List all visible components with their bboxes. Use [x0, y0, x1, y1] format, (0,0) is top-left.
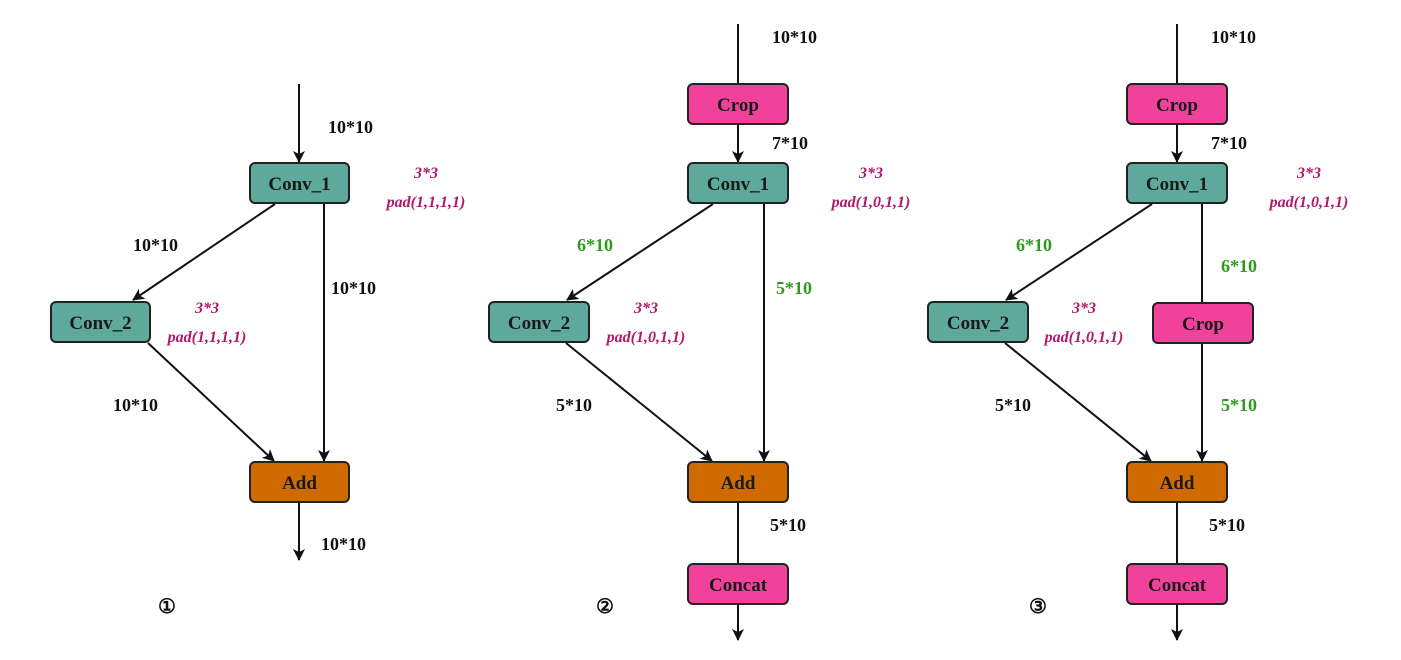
conv2-box: [927, 301, 1029, 343]
crop-box: [687, 83, 789, 125]
add-label: Add: [721, 473, 756, 494]
node-conv1: Conv_1: [249, 162, 350, 204]
conv1-pad: pad(1,0,1,1): [830, 194, 911, 211]
concat-label: Concat: [709, 575, 768, 596]
conv2-box: [50, 301, 151, 343]
crop-top-box: [1126, 83, 1228, 125]
conv1-label: Conv_1: [1146, 174, 1208, 195]
dim-input: 10*10: [772, 27, 817, 47]
diagram-2: Crop Conv_1 Conv_2 Add Concat 10*10 7*10…: [488, 24, 911, 641]
conv2-box: [488, 301, 590, 343]
conv1-kernel: 3*3: [858, 165, 883, 182]
edge-conv1-to-conv2: [566, 203, 714, 301]
crop-top-label: Crop: [1156, 95, 1198, 116]
node-concat: Concat: [687, 563, 789, 605]
dim-crop-to-conv1: 7*10: [772, 133, 808, 153]
concat-box: [687, 563, 789, 605]
diagram-3: Crop Conv_1 Conv_2 Crop Add Concat 10*10…: [927, 24, 1349, 641]
conv1-kernel: 3*3: [413, 165, 438, 182]
add-box: [687, 461, 789, 503]
edge-conv2-to-add: [565, 342, 713, 462]
crop-skip-label: Crop: [1182, 314, 1224, 335]
concat-label: Concat: [1148, 575, 1207, 596]
diagram-1: Conv_1 Conv_2 Add 10*10 3*3 pad(1,1,1,1)…: [50, 84, 466, 618]
dim-conv1-to-crop: 6*10: [1221, 256, 1257, 276]
node-add: Add: [687, 461, 789, 503]
dim-input: 10*10: [328, 117, 373, 137]
diagram-1-edges: [132, 84, 330, 561]
dim-conv2-to-add: 5*10: [995, 395, 1031, 415]
node-crop-top: Crop: [1126, 83, 1228, 125]
edge-conv2-to-add: [1004, 342, 1152, 462]
conv1-kernel: 3*3: [1296, 165, 1321, 182]
diagram-number-1: ①: [158, 596, 176, 618]
dim-crop-to-add: 5*10: [1221, 395, 1257, 415]
conv2-label: Conv_2: [69, 313, 131, 334]
edge-conv1-to-conv2: [132, 203, 276, 301]
conv1-label: Conv_1: [268, 174, 330, 195]
conv2-label: Conv_2: [947, 313, 1009, 334]
node-conv2: Conv_2: [488, 301, 590, 343]
conv2-kernel: 3*3: [194, 300, 219, 317]
dim-crop-to-conv1: 7*10: [1211, 133, 1247, 153]
dim-conv1-to-conv2: 10*10: [133, 235, 178, 255]
edge-conv2-to-add: [147, 342, 275, 462]
conv2-kernel: 3*3: [1071, 300, 1096, 317]
conv2-pad: pad(1,0,1,1): [1043, 329, 1124, 346]
dim-skip: 5*10: [776, 278, 812, 298]
conv1-box: [249, 162, 350, 204]
node-add: Add: [1126, 461, 1228, 503]
node-concat: Concat: [1126, 563, 1228, 605]
conv2-pad: pad(1,1,1,1): [166, 329, 247, 346]
diagram-2-edges: [565, 24, 770, 641]
dim-conv1-to-conv2: 6*10: [1016, 235, 1052, 255]
edge-conv1-to-conv2: [1005, 203, 1153, 301]
node-conv1: Conv_1: [1126, 162, 1228, 204]
dim-conv2-to-add: 5*10: [556, 395, 592, 415]
conv1-pad: pad(1,0,1,1): [1268, 194, 1349, 211]
node-conv1: Conv_1: [687, 162, 789, 204]
conv2-kernel: 3*3: [633, 300, 658, 317]
diagram-number-2: ②: [596, 596, 614, 618]
conv2-label: Conv_2: [508, 313, 570, 334]
conv1-box: [687, 162, 789, 204]
conv1-label: Conv_1: [707, 174, 769, 195]
node-conv2: Conv_2: [50, 301, 151, 343]
crop-skip-box: [1152, 302, 1254, 344]
add-box: [249, 461, 350, 503]
node-crop-skip: Crop: [1152, 302, 1254, 344]
node-add: Add: [249, 461, 350, 503]
dim-add-to-concat: 5*10: [770, 515, 806, 535]
add-label: Add: [282, 473, 317, 494]
conv1-box: [1126, 162, 1228, 204]
dim-input: 10*10: [1211, 27, 1256, 47]
conv1-pad: pad(1,1,1,1): [385, 194, 466, 211]
diagram-number-3: ③: [1029, 596, 1047, 618]
add-box: [1126, 461, 1228, 503]
diagram-3-edges: [1004, 24, 1208, 641]
crop-label: Crop: [717, 95, 759, 116]
concat-box: [1126, 563, 1228, 605]
add-label: Add: [1160, 473, 1195, 494]
dim-output: 10*10: [321, 534, 366, 554]
dim-add-to-concat: 5*10: [1209, 515, 1245, 535]
node-crop: Crop: [687, 83, 789, 125]
dim-conv2-to-add: 10*10: [113, 395, 158, 415]
dim-conv1-to-conv2: 6*10: [577, 235, 613, 255]
conv2-pad: pad(1,0,1,1): [605, 329, 686, 346]
node-conv2: Conv_2: [927, 301, 1029, 343]
dim-skip: 10*10: [331, 278, 376, 298]
